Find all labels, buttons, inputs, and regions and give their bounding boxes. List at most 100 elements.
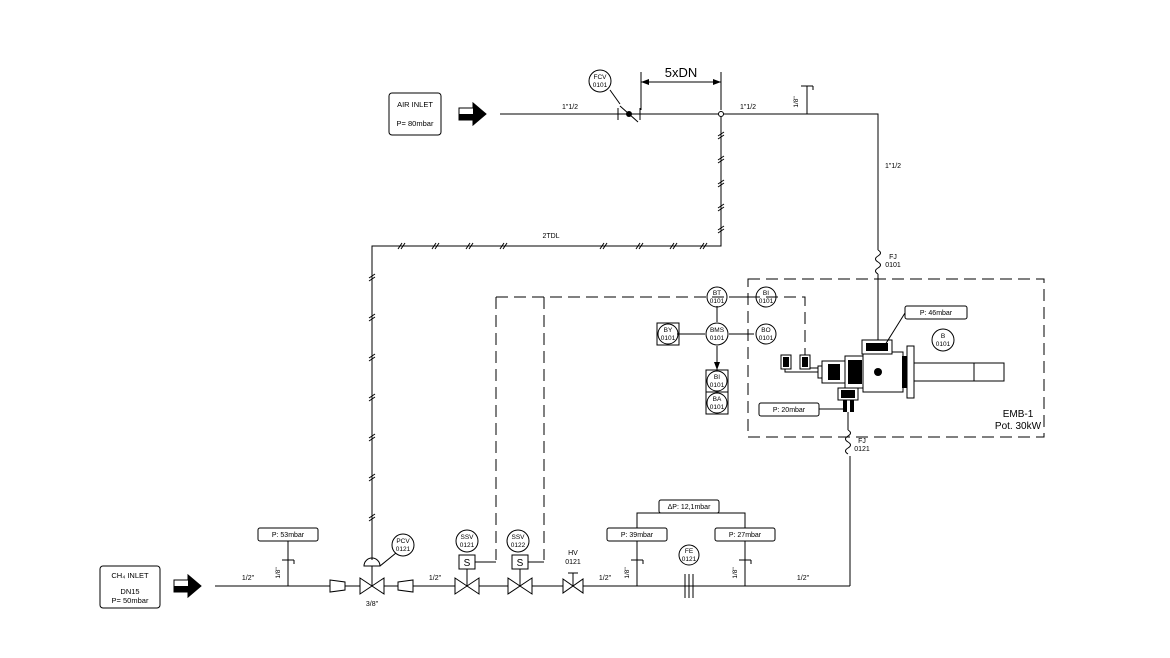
- ssv2-num: 0122: [511, 542, 526, 549]
- bt-instrument-bubble: BT 0101: [706, 286, 728, 308]
- pcv-valve: [359, 557, 385, 595]
- pcv-tag: PCV: [396, 538, 410, 545]
- gas-vent-2-size: 1/8": [624, 567, 631, 579]
- fj-air-tag: FJ: [889, 254, 897, 261]
- emb-package-boundary: [747, 278, 1045, 438]
- hv-tag: HV: [568, 550, 578, 557]
- fcv-instrument-bubble: FCV 0101: [588, 69, 612, 93]
- gas-pipe-2-size: 1/2": [429, 575, 442, 582]
- fcv-num: 0101: [593, 82, 608, 89]
- package-name: EMB-1: [1003, 409, 1034, 420]
- fe-instrument-bubble: FE 0121: [678, 544, 700, 566]
- by-panel-instrument: BY 0101: [656, 322, 680, 346]
- reducer-size: 3/8": [366, 601, 379, 608]
- air-pipe-right-size: 1"1/2: [740, 104, 756, 111]
- gas-vent-1-size: 1/8": [275, 567, 282, 579]
- bi-top-tag: BI: [763, 290, 769, 297]
- by-tag: BY: [664, 327, 673, 334]
- ssv1-tag: SSV: [460, 534, 474, 541]
- gas-vent-3: 1/8": [732, 541, 752, 586]
- pressure-tag-27: P: 27mbar: [714, 527, 776, 542]
- fj-gas-num: 0121: [854, 446, 870, 453]
- ssv2-solenoid-symbol: S: [517, 558, 524, 569]
- air-pipe-right: [640, 113, 879, 250]
- pressure-tag-46: P: 46mbar: [884, 305, 968, 346]
- ssv-0122-valve: S: [507, 554, 544, 595]
- bms-tag: BMS: [710, 327, 725, 334]
- by-num: 0101: [661, 335, 676, 342]
- hv-0121-valve: HV 0121: [562, 550, 584, 594]
- pressure-tag-20: P: 20mbar: [758, 402, 843, 417]
- ba-panel-instrument: BA 0101: [705, 391, 729, 415]
- tdl-hash-marks: [368, 131, 725, 522]
- burner-assembly: [780, 339, 1005, 412]
- bms-group: BT 0101 BI 0101 BMS 0101 BO 0101 BY 0101: [495, 286, 806, 560]
- bi-top-instrument-bubble: BI 0101: [755, 286, 777, 308]
- p53-text: P: 53mbar: [272, 532, 305, 539]
- fcv-tag: FCV: [594, 74, 608, 81]
- gas-pipe-4-size: 1/2": [797, 575, 810, 582]
- ssv1-num: 0121: [460, 542, 475, 549]
- hv-num: 0121: [565, 559, 581, 566]
- b-num: 0101: [936, 341, 951, 348]
- bi-panel-instrument: BI 0101: [705, 369, 729, 393]
- fj-gas-bellows-icon: [845, 429, 851, 455]
- gas-pipe-1-size: 1/2": [242, 575, 255, 582]
- bo-num: 0101: [759, 335, 774, 342]
- fe-tag: FE: [685, 548, 694, 555]
- ch4-inlet-label: CH₄ INLET: [111, 571, 149, 580]
- bms-instrument-bubble: BMS 0101: [705, 322, 729, 346]
- dp-text: ΔP: 12,1mbar: [668, 504, 711, 511]
- differential-pressure-tag: ΔP: 12,1mbar: [636, 499, 746, 528]
- bi-panel-tag: BI: [714, 374, 720, 381]
- ch4-inlet-arrow-icon: [173, 573, 202, 599]
- dimension-5xdn: 5xDN: [640, 65, 722, 110]
- air-pipe-vertical-size: 1"1/2: [885, 163, 901, 170]
- ch4-inlet-pressure: P= 50mbar: [112, 596, 149, 605]
- gas-pipe-3-size: 1/2": [599, 575, 612, 582]
- p39-text: P: 39mbar: [621, 532, 654, 539]
- tdl-label: 2TDL: [542, 233, 559, 240]
- ba-tag: BA: [713, 396, 722, 403]
- b-tag: B: [941, 333, 945, 340]
- gas-vent-3-size: 1/8": [732, 567, 739, 579]
- p27-text: P: 27mbar: [729, 532, 762, 539]
- bt-num: 0101: [710, 298, 725, 305]
- fj-air-num: 0101: [885, 262, 901, 269]
- air-inlet-pressure: P= 80mbar: [397, 119, 434, 128]
- bi-panel-num: 0101: [710, 382, 725, 389]
- bt-tag: BT: [713, 290, 721, 297]
- pressure-tag-53: P: 53mbar: [257, 527, 319, 542]
- bo-tag: BO: [761, 327, 770, 334]
- reducer-in-icon: [329, 579, 346, 593]
- p20-text: P: 20mbar: [773, 407, 806, 414]
- air-inlet-arrow-icon: [458, 101, 487, 127]
- air-tap-point: [718, 111, 724, 117]
- ssv-0121-valve: S: [454, 554, 496, 595]
- bo-instrument-bubble: BO 0101: [755, 323, 777, 345]
- fe-num: 0121: [682, 556, 697, 563]
- pcv-instrument-bubble: PCV 0121: [391, 533, 415, 557]
- p46-text: P: 46mbar: [920, 310, 953, 317]
- gas-vent-1: 1/8": [275, 541, 295, 586]
- ch4-inlet-dn: DN15: [120, 587, 139, 596]
- pcv-num: 0121: [396, 546, 411, 553]
- fj-gas-tag: FJ: [858, 438, 866, 445]
- pressure-tag-39: P: 39mbar: [606, 527, 668, 542]
- ch4-inlet-box: CH₄ INLET DN15 P= 50mbar: [99, 565, 161, 609]
- gas-vent-2: 1/8": [624, 541, 644, 586]
- ssv2-tag: SSV: [511, 534, 525, 541]
- reducer-out-icon: [397, 579, 414, 593]
- ssv-0122-instrument-bubble: SSV 0122: [506, 529, 530, 553]
- air-inlet-box: AIR INLET P= 80mbar: [388, 92, 442, 136]
- bi-top-num: 0101: [759, 298, 774, 305]
- b-instrument-bubble: B 0101: [931, 328, 955, 352]
- air-inlet-label: AIR INLET: [397, 100, 433, 109]
- package-power: Pot. 30kW: [995, 421, 1042, 432]
- fj-air-bellows-icon: [875, 249, 881, 275]
- air-vent-size: 1/8": [793, 96, 800, 108]
- ba-num: 0101: [710, 404, 725, 411]
- dimension-label: 5xDN: [665, 65, 698, 80]
- fcv-valve: [617, 105, 641, 123]
